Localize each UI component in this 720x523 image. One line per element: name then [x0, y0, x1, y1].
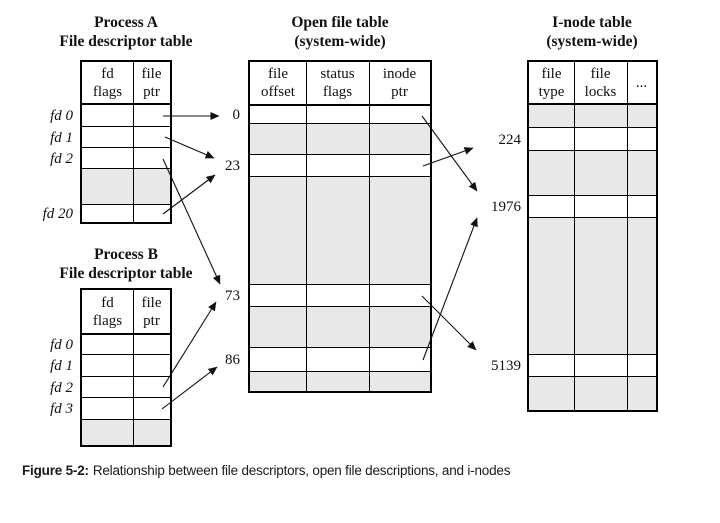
process-a-title-line1: Process A	[94, 14, 158, 31]
header-label: file	[141, 294, 162, 311]
inode-table-title-line2: (system-wide)	[546, 33, 638, 50]
header-label: file	[268, 66, 288, 82]
open-file-header-file-offset: file offset	[250, 62, 306, 104]
open-file-row-0	[250, 106, 430, 124]
header-label: ptr	[391, 84, 408, 100]
inode-row-unused-0	[529, 105, 656, 128]
process-b-row-label-fd-0: fd 0	[50, 337, 73, 353]
process-a-row-label-fd-2: fd 2	[50, 150, 73, 167]
header-label: fd	[101, 65, 114, 82]
process-b-row-label-fd-2: fd 2	[50, 379, 73, 396]
process-a-column-divider	[133, 62, 134, 222]
inode-row-unused-6	[529, 377, 656, 410]
header-label: file	[141, 65, 162, 82]
process-b-row-label-fd-3: fd 3	[50, 401, 73, 417]
process-a-title-line2: File descriptor table	[59, 33, 193, 50]
inode-table-title: I-node table (system-wide)	[492, 13, 692, 51]
open-file-row-unused-5	[250, 307, 430, 348]
header-label: flags	[92, 312, 123, 329]
header-label: locks	[584, 83, 617, 100]
inode-column-divider	[627, 62, 628, 410]
inode-header-dotsdotsdots: ...	[627, 62, 656, 103]
inode-row-label-224: 224	[498, 131, 522, 148]
open-file-row-23	[250, 155, 430, 177]
process-b-title: Process B File descriptor table	[26, 245, 226, 283]
process-b-title-line2: File descriptor table	[59, 265, 193, 282]
open-file-column-divider	[369, 62, 370, 391]
arrow-process-a-fd-1-to-open-file-entry-23	[164, 136, 215, 159]
open-file-row-73	[250, 285, 430, 307]
inode-row-unused-2	[529, 151, 656, 196]
header-label: status	[320, 66, 355, 82]
inode-row-unused-4	[529, 218, 656, 355]
header-label: offset	[261, 84, 295, 100]
process-a-row-label-fd-0: fd 0	[50, 108, 73, 124]
header-label: type	[538, 83, 565, 100]
process-a-row-fd-20	[82, 205, 170, 222]
process-b-row-fd-3	[82, 398, 170, 420]
inode-column-divider	[574, 62, 575, 410]
open-file-header-row: file offset status flags inode ptr	[250, 62, 430, 106]
open-file-row-unused-3	[250, 177, 430, 285]
open-file-row-label-86: 86	[225, 352, 240, 368]
process-b-row-fd-1	[82, 355, 170, 377]
process-a-row-fd-0	[82, 105, 170, 127]
header-label: file	[541, 65, 562, 82]
open-file-header-status-flags: status flags	[306, 62, 369, 104]
inode-row-label-5139: 5139	[491, 358, 521, 374]
process-a-row-label-fd-20: fd 20	[42, 205, 73, 222]
header-label: fd	[101, 294, 114, 311]
process-a-row-fd-2	[82, 148, 170, 169]
header-label: file	[590, 65, 611, 82]
process-b-column-divider	[133, 290, 134, 445]
process-b-row-unused-4	[82, 420, 170, 445]
open-file-row-label-73: 73	[225, 288, 240, 304]
open-file-column-divider	[306, 62, 307, 391]
open-file-row-label-0: 0	[232, 107, 241, 123]
header-label: flags	[322, 84, 353, 100]
inode-table-title-line1: I-node table	[552, 14, 632, 31]
open-file-table-title-line2: (system-wide)	[294, 33, 386, 50]
open-file-row-unused-1	[250, 124, 430, 155]
open-file-header-inode-ptr: inode ptr	[369, 62, 430, 104]
header-label: inode	[382, 66, 417, 82]
figure-caption-text: Relationship between file descriptors, o…	[92, 463, 511, 478]
inode-row-label-1976: 1976	[491, 199, 521, 215]
open-file-table-title-line1: Open file table	[291, 14, 389, 31]
process-b-row-fd-0	[82, 335, 170, 355]
header-label: ptr	[143, 312, 160, 329]
figure-caption: Figure 5-2:Relationship between file des…	[22, 463, 510, 478]
header-label: ...	[635, 74, 648, 91]
process-a-title: Process A File descriptor table	[26, 13, 226, 51]
process-b-row-label-fd-1: fd 1	[50, 358, 73, 374]
open-file-row-unused-7	[250, 372, 430, 391]
open-file-row-86	[250, 348, 430, 372]
open-file-table: file offset status flags inode ptr	[248, 60, 432, 393]
process-b-row-fd-2	[82, 377, 170, 398]
inode-row-5139	[529, 355, 656, 377]
open-file-row-label-23: 23	[225, 158, 240, 174]
process-a-row-label-fd-1: fd 1	[50, 129, 73, 146]
figure-caption-label: Figure 5-2:	[22, 463, 89, 478]
process-b-title-line1: Process B	[94, 246, 158, 263]
inode-row-1976	[529, 196, 656, 218]
header-label: flags	[92, 83, 123, 100]
process-a-row-unused-3	[82, 169, 170, 205]
header-label: ptr	[143, 83, 160, 100]
open-file-table-title: Open file table (system-wide)	[240, 13, 440, 51]
inode-row-224	[529, 128, 656, 151]
process-a-row-fd-1	[82, 127, 170, 148]
